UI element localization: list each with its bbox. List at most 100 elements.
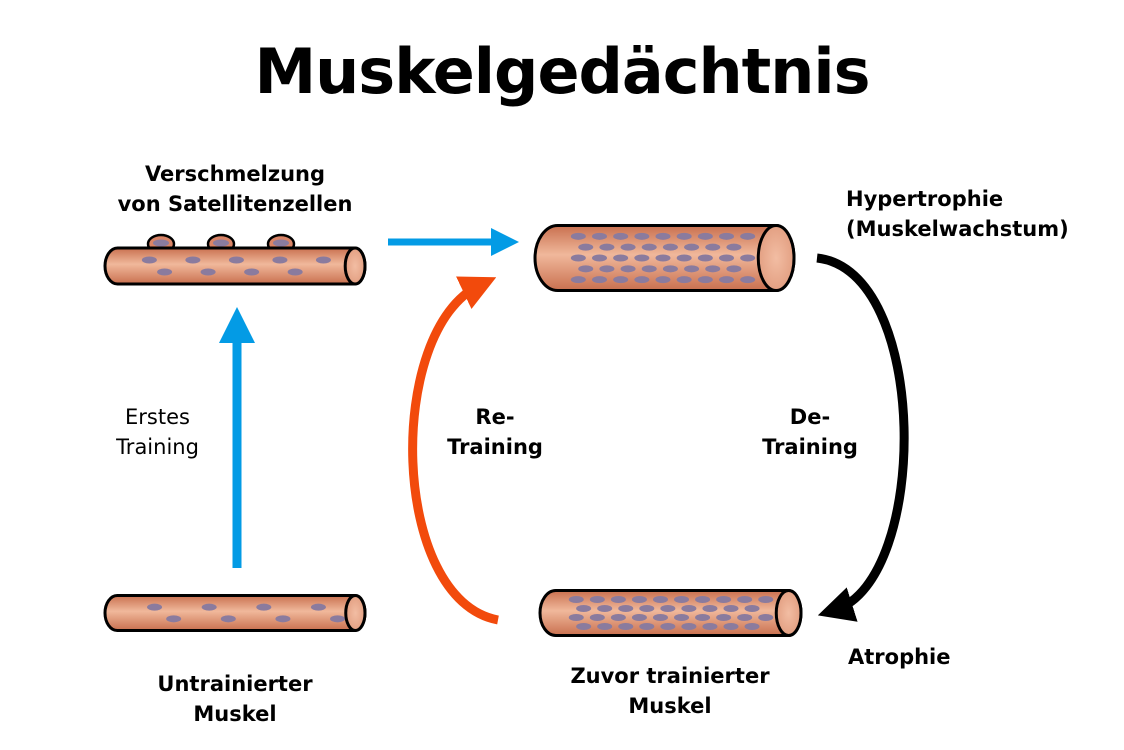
label-re-training-line1: Re-	[475, 405, 515, 429]
nucleus	[674, 596, 690, 603]
nucleus	[599, 243, 615, 251]
label-fusion-line2: von Satellitenzellen	[117, 192, 353, 216]
fiber-end-cap	[774, 589, 803, 637]
fiber-body	[103, 246, 367, 286]
nucleus	[610, 614, 626, 621]
nucleus	[599, 265, 615, 273]
nucleus	[228, 256, 244, 264]
nucleus	[758, 596, 774, 603]
nucleus	[589, 614, 605, 621]
nucleus	[568, 614, 584, 621]
nucleus	[740, 232, 756, 240]
nucleus	[655, 232, 671, 240]
nucleus	[157, 268, 173, 276]
nucleus	[618, 623, 634, 630]
nucleus	[716, 596, 732, 603]
nucleus	[272, 256, 288, 264]
fiber-end-cap	[756, 224, 796, 292]
nucleus	[592, 276, 607, 284]
nucleus	[719, 276, 734, 284]
nucleus	[676, 254, 692, 262]
nucleus	[141, 256, 157, 264]
nucleus	[719, 254, 734, 262]
label-hypertrophy-line1: Hypertrophie	[846, 187, 1004, 211]
nucleus	[310, 603, 326, 611]
nucleus	[613, 232, 629, 240]
nucleus	[620, 265, 636, 273]
nucleus	[634, 276, 650, 284]
nucleus	[570, 254, 586, 262]
nucleus	[676, 232, 692, 240]
nucleus	[166, 615, 182, 623]
nucleus	[641, 265, 657, 273]
label-untrained: Untrainierter Muskel	[110, 669, 360, 729]
nucleus	[330, 615, 346, 623]
nucleus	[726, 265, 742, 273]
nucleus	[213, 239, 229, 247]
nucleus	[719, 232, 734, 240]
fiber-end-cap	[343, 246, 367, 286]
nucleus	[631, 614, 647, 621]
nucleus	[315, 256, 331, 264]
nucleus	[153, 239, 169, 247]
nucleus	[705, 265, 721, 273]
nucleus	[576, 623, 592, 630]
nucleus	[592, 232, 607, 240]
nucleus	[681, 623, 697, 630]
label-previously-trained-line2: Muskel	[628, 694, 712, 718]
fiber-body	[103, 594, 367, 632]
nucleus	[620, 243, 636, 251]
nucleus	[634, 232, 650, 240]
nucleus	[681, 605, 697, 612]
muscle-fiber-fused	[103, 233, 367, 286]
nucleus	[641, 243, 657, 251]
nucleus	[695, 614, 711, 621]
nucleus	[740, 254, 756, 262]
nucleus	[652, 596, 668, 603]
nucleus	[723, 605, 739, 612]
nucleus	[684, 265, 700, 273]
nucleus	[287, 268, 303, 276]
nucleus	[275, 615, 291, 623]
nucleus	[201, 603, 217, 611]
nucleus	[597, 605, 613, 612]
nucleus	[570, 232, 586, 240]
nucleus	[592, 254, 607, 262]
label-re-training-line2: Training	[447, 435, 543, 459]
nucleus	[576, 605, 592, 612]
nucleus	[697, 232, 713, 240]
nucleus	[613, 254, 629, 262]
muscle-fiber-previously-trained	[538, 589, 803, 637]
label-first-training-line1: Erstes	[125, 405, 190, 429]
nucleus	[702, 605, 718, 612]
label-re-training: Re- Training	[430, 402, 560, 462]
label-first-training: Erstes Training	[90, 402, 225, 462]
nucleus	[716, 614, 732, 621]
nucleus	[244, 268, 260, 276]
nucleus	[723, 623, 739, 630]
muscle-fiber-hypertrophied	[533, 224, 796, 292]
nucleus	[568, 596, 584, 603]
label-previously-trained: Zuvor trainierter Muskel	[540, 661, 800, 721]
nucleus	[220, 615, 236, 623]
diagram-title: Muskelgedächtnis	[254, 35, 870, 108]
label-hypertrophy-line2: (Muskelwachstum)	[846, 217, 1069, 241]
arrow-de-training	[816, 253, 909, 622]
label-hypertrophy: Hypertrophie (Muskelwachstum)	[846, 184, 1069, 244]
nucleus	[695, 596, 711, 603]
nucleus	[740, 276, 756, 284]
label-de-training-line1: De-	[789, 405, 831, 429]
nucleus	[697, 254, 713, 262]
nucleus	[597, 623, 613, 630]
nucleus	[655, 276, 671, 284]
label-untrained-line2: Muskel	[193, 702, 277, 726]
nucleus	[570, 276, 586, 284]
nucleus	[652, 614, 668, 621]
nucleus	[744, 623, 760, 630]
nucleus	[676, 276, 692, 284]
nucleus	[662, 243, 678, 251]
nucleus	[726, 243, 742, 251]
nucleus	[273, 239, 289, 247]
nucleus	[200, 268, 216, 276]
